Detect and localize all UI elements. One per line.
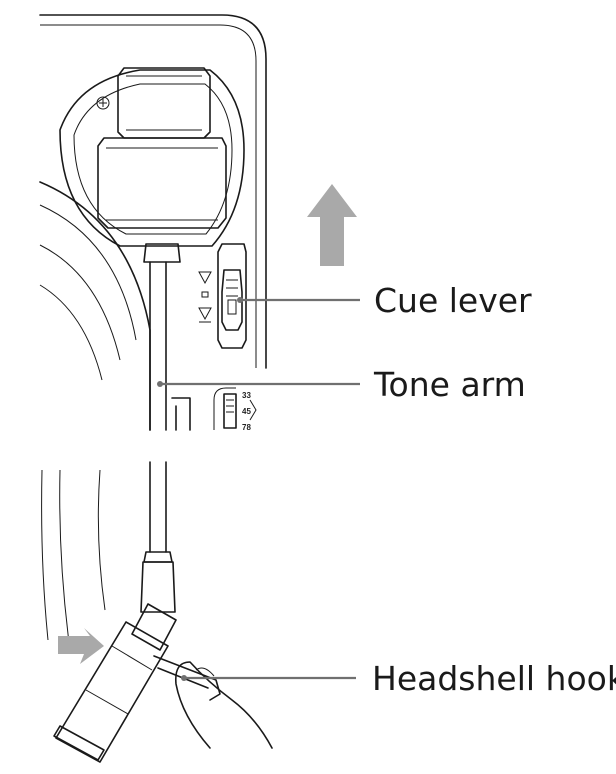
cue-up-triangle-icon — [198, 307, 212, 321]
headshell-hook-leader — [181, 675, 356, 681]
finger — [174, 661, 273, 749]
arm-rest — [171, 397, 191, 431]
speed-selector[interactable] — [213, 387, 257, 430]
up-arrow-icon — [307, 184, 357, 266]
counterweight — [97, 67, 227, 229]
platter — [39, 181, 151, 651]
plinth-inner-outline — [40, 24, 257, 368]
speed-33-label: 33 — [242, 391, 251, 400]
headshell-hook-label: Headshell hook — [372, 659, 616, 698]
screw-icon — [96, 96, 110, 110]
drawing-break — [40, 432, 280, 460]
arm-pivot — [143, 243, 181, 263]
tone-arm-base — [59, 69, 245, 247]
cue-lever-leader — [237, 297, 360, 303]
cue-indicators — [198, 271, 212, 323]
speed-45-label: 45 — [242, 407, 251, 416]
speed-78-label: 78 — [242, 423, 251, 432]
tone-arm-leader — [157, 381, 360, 387]
tone-arm-label: Tone arm — [373, 365, 526, 404]
cue-down-triangle-icon — [198, 271, 212, 285]
headshell — [53, 603, 177, 763]
cue-lever[interactable] — [217, 243, 247, 349]
cue-lever-label: Cue lever — [374, 281, 532, 320]
tone-arm-shaft — [140, 261, 176, 613]
push-arrow-icon — [58, 628, 104, 664]
plinth-outline — [39, 14, 267, 369]
